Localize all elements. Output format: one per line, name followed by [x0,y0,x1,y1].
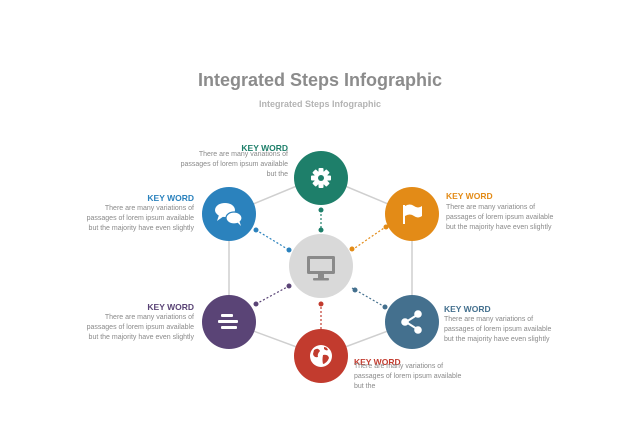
chat-icon [215,203,243,226]
step-node-bottom [294,329,348,383]
center-node [289,234,353,298]
description-line: but the majority have even slightly [446,224,552,231]
keyword-bottom: KEY WORD [354,357,401,367]
description-line: but the majority have even slightly [88,334,194,341]
spoke-top-right [349,224,389,252]
keyword-top: KEY WORD [241,143,288,153]
description-line: There are many variations of [354,363,444,370]
description-bottom-right: There are many variations of passages of… [444,315,584,345]
flag-icon [403,204,422,224]
description-line: There are many variations of [446,204,536,211]
step-node-top-left [202,187,256,241]
step-node-top [294,151,348,205]
list-icon [218,314,238,329]
description-line: passages of lorem ipsum available [444,326,552,333]
keyword-bottom-right: KEY WORD [444,304,491,314]
step-node-bottom-right [385,295,439,349]
step-node-bottom-left [202,295,256,349]
spoke-bottom [318,301,324,330]
description-line: passages of lorem ipsum available [354,373,462,380]
share-icon [401,310,422,334]
description-line: but the majority have even slightly [444,336,550,343]
description-line: but the majority have even slightly [88,225,194,232]
description-line: There are many variations of [444,316,534,323]
description-line: but the [266,171,288,178]
description-bottom: There are many variations of passages of… [354,362,494,392]
globe-icon [310,345,332,367]
step-node-top-right [385,187,439,241]
description-top-left: There are many variations of passages of… [54,204,194,234]
description-line: but the [354,383,376,390]
description-line: passages of lorem ipsum available [86,215,194,222]
keyword-top-left: KEY WORD [147,193,194,203]
spoke-top [318,207,324,235]
description-line: There are many variations of [198,151,288,158]
gear-icon [311,168,331,188]
description-top-right: There are many variations of passages of… [446,203,586,233]
spoke-bottom-left [253,283,292,307]
keyword-bottom-left: KEY WORD [147,302,194,312]
spoke-bottom-right [351,287,388,310]
description-bottom-left: There are many variations of passages of… [54,313,194,343]
description-line: passages of lorem ipsum available [446,214,554,221]
description-top: There are many variations of passages of… [160,150,288,180]
description-line: passages of lorem ipsum available [180,161,288,168]
spoke-top-left [253,227,292,253]
keyword-top-right: KEY WORD [446,191,493,201]
description-line: passages of lorem ipsum available [86,324,194,331]
page-subtitle: Integrated Steps Infographic [258,99,381,109]
description-line: There are many variations of [104,314,194,321]
description-line: There are many variations of [104,205,194,212]
page-title: Integrated Steps Infographic [197,70,443,90]
monitor-icon [307,256,335,281]
